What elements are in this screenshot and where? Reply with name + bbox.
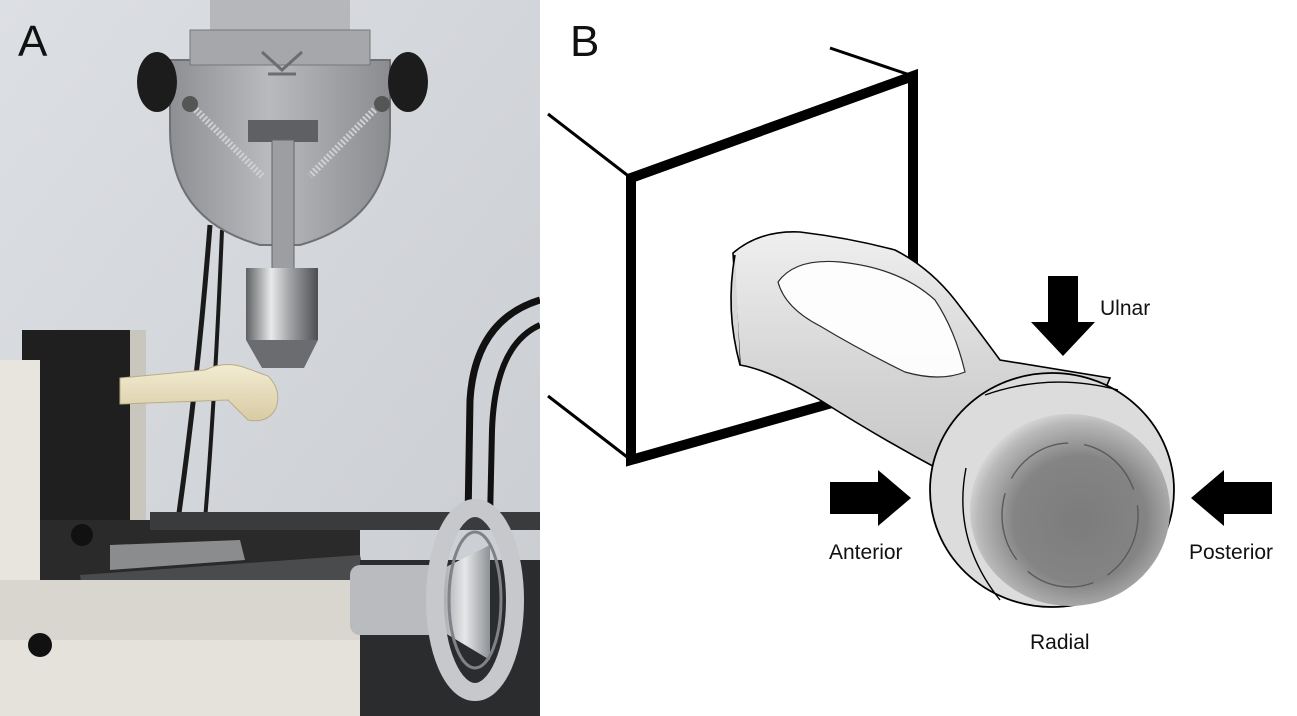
photo-test-setup	[0, 0, 540, 716]
test-rig-photo	[0, 0, 540, 716]
bone-schematic	[547, 46, 1272, 608]
loading-direction-diagram	[540, 0, 1297, 716]
label-ulnar: Ulnar	[1100, 297, 1151, 320]
label-posterior: Posterior	[1189, 541, 1274, 564]
arrow-left-icon	[1191, 470, 1272, 526]
label-anterior: Anterior	[829, 541, 903, 564]
arrow-right-icon	[830, 470, 911, 526]
panel-label-b: B	[570, 17, 600, 66]
arrow-down-icon	[1031, 276, 1095, 356]
bone-model	[730, 231, 1175, 608]
label-radial: Radial	[1030, 631, 1090, 654]
panel-label-a: A	[18, 17, 48, 66]
